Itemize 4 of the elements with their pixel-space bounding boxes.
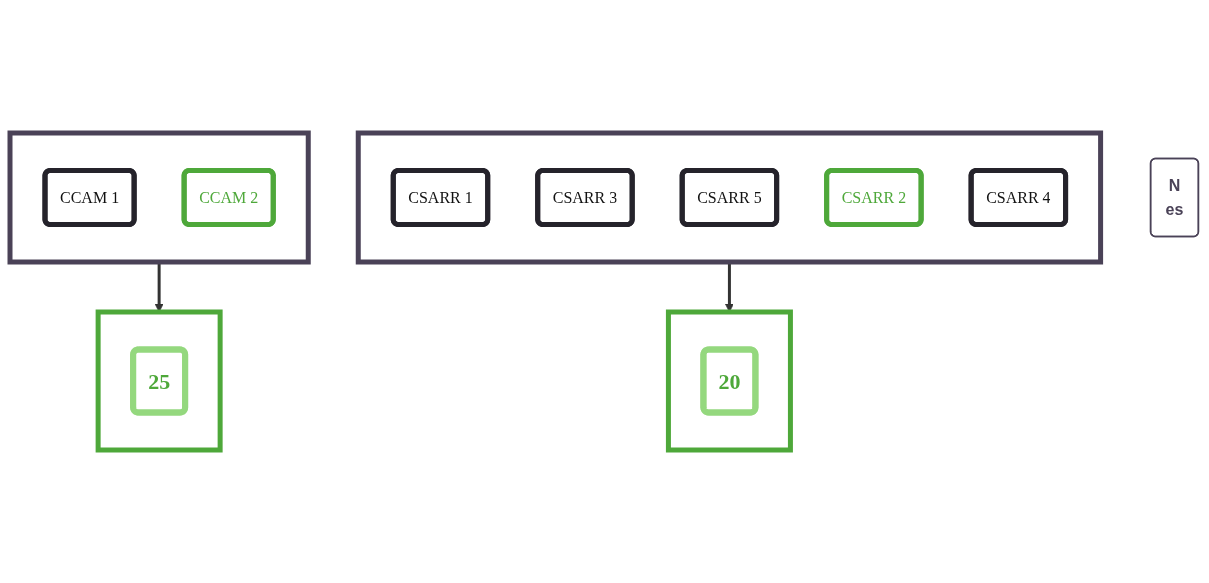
cluster bbox=[7, 130, 312, 265]
cluster bbox=[666, 309, 794, 453]
cluster bbox=[95, 309, 223, 453]
cluster bbox=[356, 130, 1104, 265]
